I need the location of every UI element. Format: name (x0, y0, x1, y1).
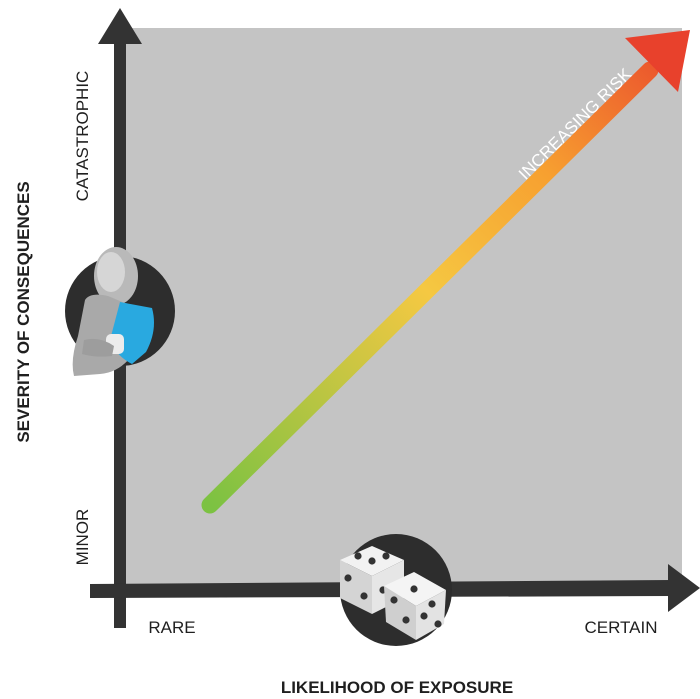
x-axis-left-label: RARE (148, 618, 195, 637)
dice-icon (340, 534, 452, 646)
injured-person-icon (65, 247, 175, 376)
y-axis-bottom-label: MINOR (73, 509, 92, 566)
increasing-risk-arrow (201, 30, 690, 514)
x-axis-right-label: CERTAIN (584, 618, 657, 637)
y-axis-title: SEVERITY OF CONSEQUENCES (14, 181, 33, 442)
y-axis-top-label: CATASTROPHIC (73, 71, 92, 202)
x-axis-title: LIKELIHOOD OF EXPOSURE (281, 678, 513, 697)
